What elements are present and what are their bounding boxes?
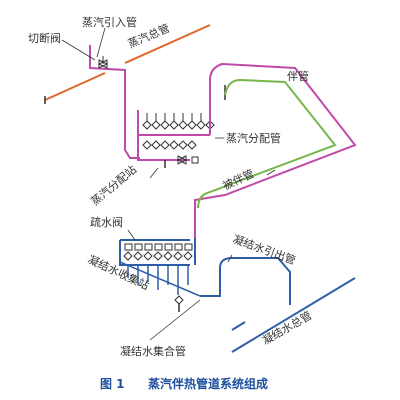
steam-distribution-header [137, 110, 210, 161]
condensate-collection-header [119, 238, 196, 266]
label-traced-pipe: 被伴管 [220, 166, 256, 193]
distribution-valves-bottom [142, 140, 197, 150]
condensate-main-pipe-left [231, 321, 246, 331]
label-condensate-collection-pipe: 凝结水集合管 [120, 344, 186, 358]
caption-number: 图 1 [100, 377, 125, 391]
condensate-outlet-pipe [200, 257, 291, 305]
cutoff-valve-icon [97, 56, 109, 69]
traced-pipe [197, 78, 337, 209]
caption-title: 蒸汽伴热管道系统组成 [148, 376, 268, 391]
condensate-main-pipe [231, 277, 356, 353]
label-steam-distribution-pipe: 蒸汽分配管 [226, 131, 281, 145]
label-condensate-outlet-pipe: 凝结水引出管 [231, 232, 298, 268]
steam-inlet-pipe [89, 45, 140, 159]
label-steam-distribution-station: 蒸汽分配站 [88, 162, 139, 208]
steam-main-pipe [124, 24, 211, 64]
trap-valves [123, 243, 193, 261]
label-condensate-main-pipe: 凝结水总管 [260, 308, 315, 348]
collection-drain-valve-icon [174, 295, 184, 312]
condensate-drop-lines [119, 261, 201, 297]
leader-lines [61, 27, 276, 341]
steam-branch-pipe [44, 72, 106, 101]
label-condensate-collection-station: 凝结水收集站 [86, 252, 152, 293]
label-trap-valve: 疏水阀 [90, 215, 123, 229]
distribution-valves-top [142, 113, 215, 130]
tracing-pipe [194, 62, 357, 238]
label-steam-inlet-pipe: 蒸汽引入管 [82, 15, 137, 29]
header-drain-valve-icon [176, 155, 199, 165]
label-cutoff-valve: 切断阀 [28, 31, 61, 45]
label-tracing-pipe: 伴管 [287, 69, 309, 83]
